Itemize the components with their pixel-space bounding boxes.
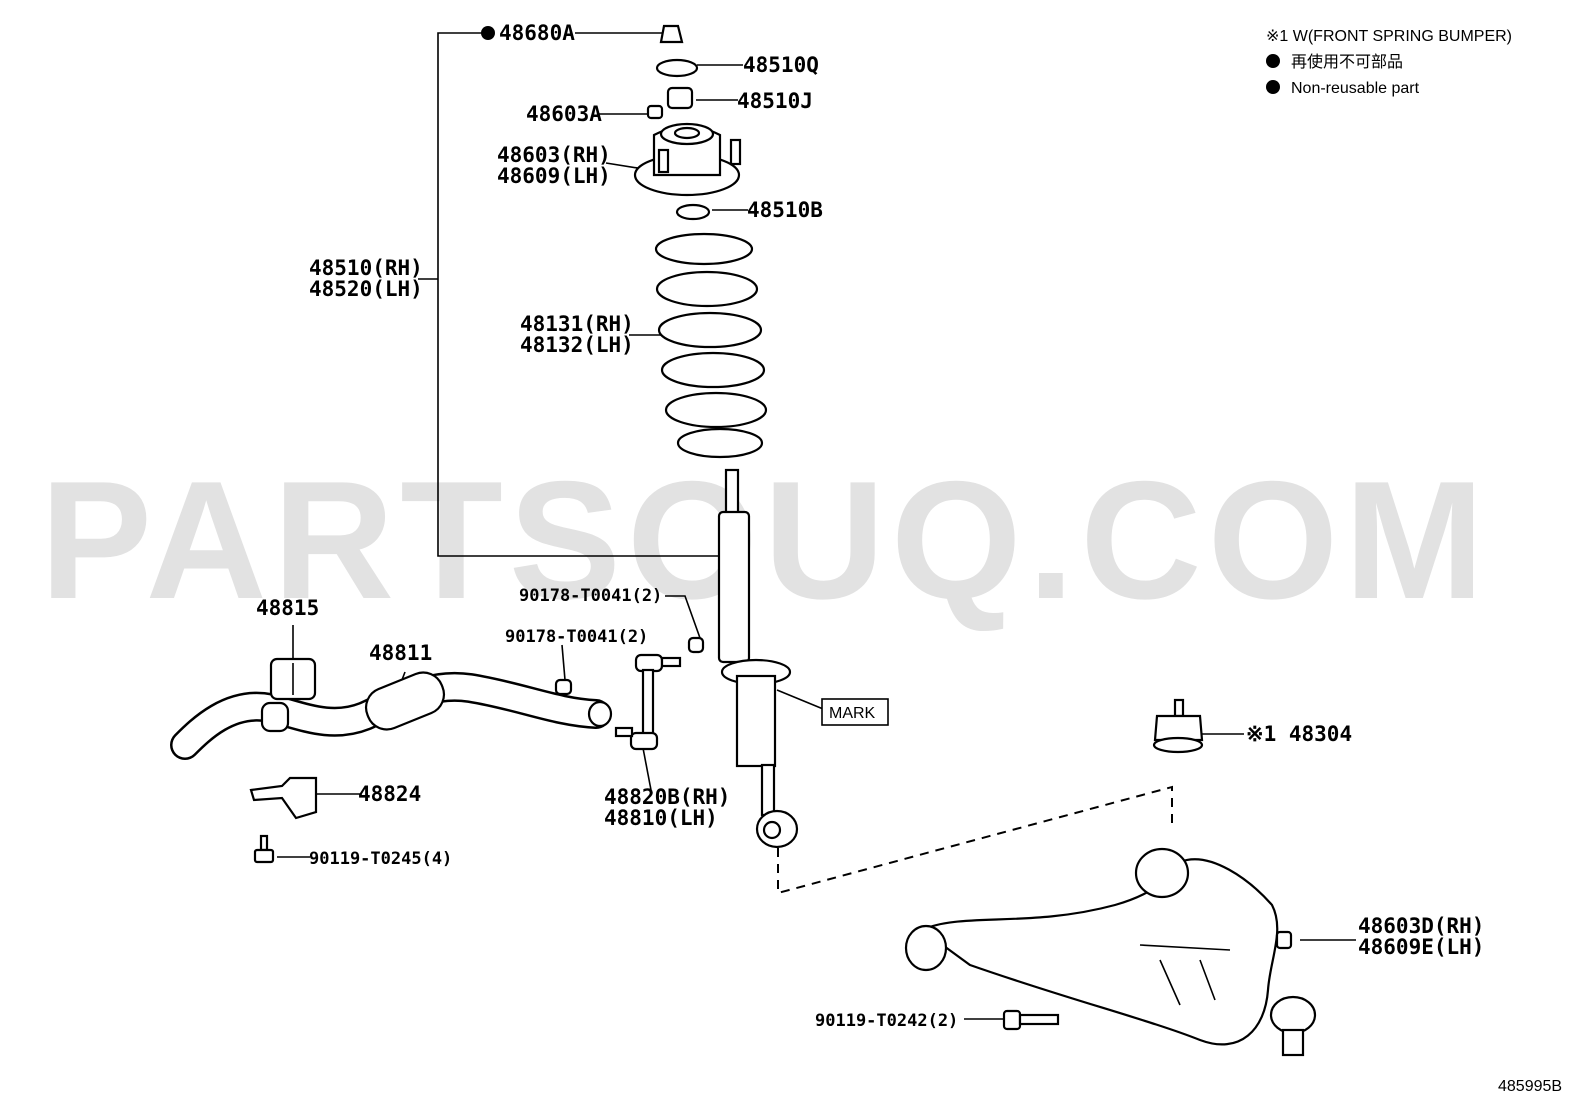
nut-90178-b-icon [554,678,573,696]
stabilizer-link-icon [614,653,682,751]
bolt-90119-t0245-icon [253,834,275,864]
label-48815: 48815 [256,596,319,620]
diagram-code: 485995B [1498,1078,1562,1095]
shock-absorber-icon [717,468,799,849]
label-48603-rh: 48603(RH) [497,143,611,167]
washer-48510q-icon [655,58,699,78]
washer-48510b-icon [675,203,711,221]
nonreusable-bullet-48680a-icon [481,26,495,40]
legend: ※1 W(FRONT SPRING BUMPER) 再使用不可部品 Non-re… [1266,28,1512,97]
bracket-48824-icon [249,776,318,820]
label-48510q: 48510Q [743,53,819,77]
stabilizer-bar-icon [170,671,613,760]
bump-stopper-48304-icon [1152,698,1204,754]
label-48603d-rh: 48603D(RH) [1358,914,1484,938]
label-48609-lh: 48609(LH) [497,164,611,188]
nut-48603a-icon [646,104,664,120]
bushing-48815-icon [269,657,317,701]
assembly-guide-dashes [777,785,1173,895]
label-48510b: 48510B [747,198,823,222]
label-48820b-rh: 48820B(RH) [604,785,730,809]
label-48510j: 48510J [737,89,813,113]
legend-bullet-jp-icon [1266,54,1280,68]
label-90178-b: 90178-T0041(2) [505,627,648,647]
label-48520-lh: 48520(LH) [309,277,423,301]
legend-jp: 再使用不可部品 [1291,53,1403,71]
legend-bullet-en-icon [1266,80,1280,94]
label-mark: MARK [829,705,876,722]
label-48680a: 48680A [499,21,575,45]
bolt-90119-t0242-icon [1002,1009,1060,1031]
label-48304: ※1 48304 [1246,722,1352,746]
bushing-48510j-icon [666,86,694,110]
legend-en: Non-reusable part [1291,80,1420,97]
support-mount-icon [633,122,742,197]
watermark-text: PARTSOUQ.COM [40,446,1490,634]
strut-assembly [633,24,799,849]
label-90119-t0242: 90119-T0242(2) [815,1011,958,1031]
nut-90178-a-icon [687,636,705,654]
nut-48680a-icon [659,24,684,44]
label-90178-a: 90178-T0041(2) [519,586,662,606]
mark-box [821,698,889,726]
label-48510-rh: 48510(RH) [309,256,423,280]
label-48609e-lh: 48609E(LH) [1358,935,1484,959]
label-90119-t0245: 90119-T0245(4) [309,849,452,869]
label-48810-lh: 48810(LH) [604,806,718,830]
leader-lines [277,32,1356,1020]
label-48811: 48811 [369,641,432,665]
legend-note1: ※1 W(FRONT SPRING BUMPER) [1266,28,1512,45]
label-48131-rh: 48131(RH) [520,312,634,336]
label-48132-lh: 48132(LH) [520,333,634,357]
label-48603a: 48603A [526,102,602,126]
lower-arm-icon [904,847,1317,1057]
coil-spring-icon [654,232,768,459]
label-48824: 48824 [358,782,421,806]
